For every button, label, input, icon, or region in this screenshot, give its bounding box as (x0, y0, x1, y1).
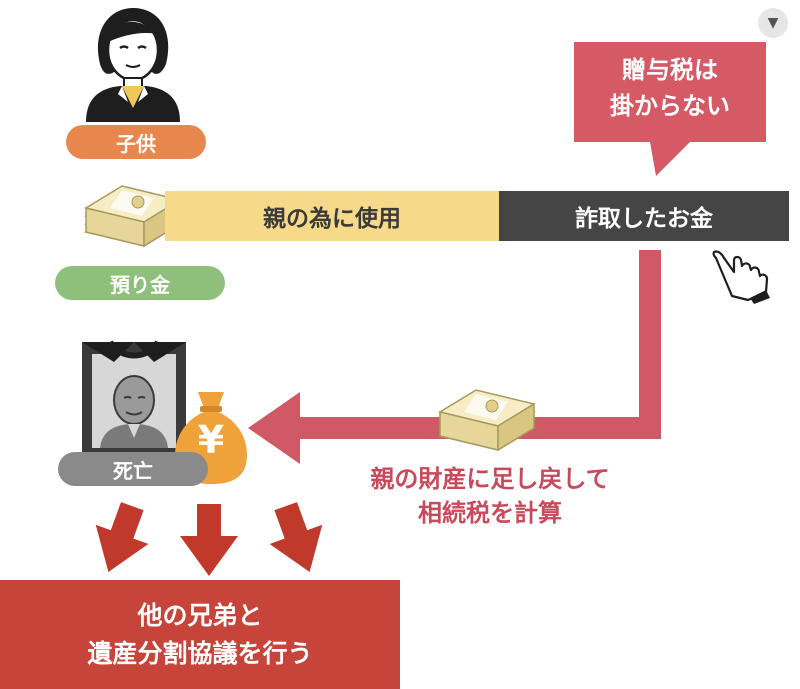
gift-tax-line2: 掛からない (610, 92, 730, 120)
parent-use-label: 親の為に使用 (263, 206, 401, 232)
embezzled-label: 詐取したお金 (575, 206, 713, 232)
conclusion-box: 他の兄弟と 遺産分割協議を行う (0, 580, 400, 689)
add-back-line2: 相続税を計算 (418, 499, 562, 527)
child-label-pill: 子供 (66, 125, 206, 159)
chevron-down-icon[interactable]: ▼ (758, 8, 788, 38)
parent-use-bar: 親の為に使用 (165, 191, 499, 241)
down-arrow-left (95, 502, 149, 572)
conclusion-line2: 遺産分割協議を行う (87, 638, 313, 668)
money-stack-icon (84, 185, 182, 248)
deposit-label-pill: 預り金 (55, 266, 225, 300)
conclusion-line1: 他の兄弟と (137, 600, 263, 630)
portrait-frame-icon (82, 340, 186, 456)
down-arrow-center (180, 504, 238, 576)
pointer-hand-icon (712, 250, 770, 304)
child-label: 子供 (116, 131, 156, 156)
deceased-label: 死亡 (113, 458, 153, 483)
money-stack-icon-2 (438, 389, 536, 452)
deposit-label: 預り金 (110, 272, 170, 297)
gift-tax-callout: 贈与税は 掛からない (574, 52, 766, 124)
callout-bubble (574, 42, 766, 176)
embezzled-bar: 詐取したお金 (499, 191, 789, 241)
add-back-text: 親の財産に足し戻して 相続税を計算 (330, 462, 650, 530)
gift-tax-line1: 贈与税は (622, 56, 718, 84)
person-icon (86, 8, 180, 122)
add-back-line1: 親の財産に足し戻して (370, 465, 610, 493)
yen-symbol: ¥ (197, 418, 225, 462)
down-arrow-right (269, 502, 323, 572)
deceased-label-pill: 死亡 (58, 452, 208, 486)
